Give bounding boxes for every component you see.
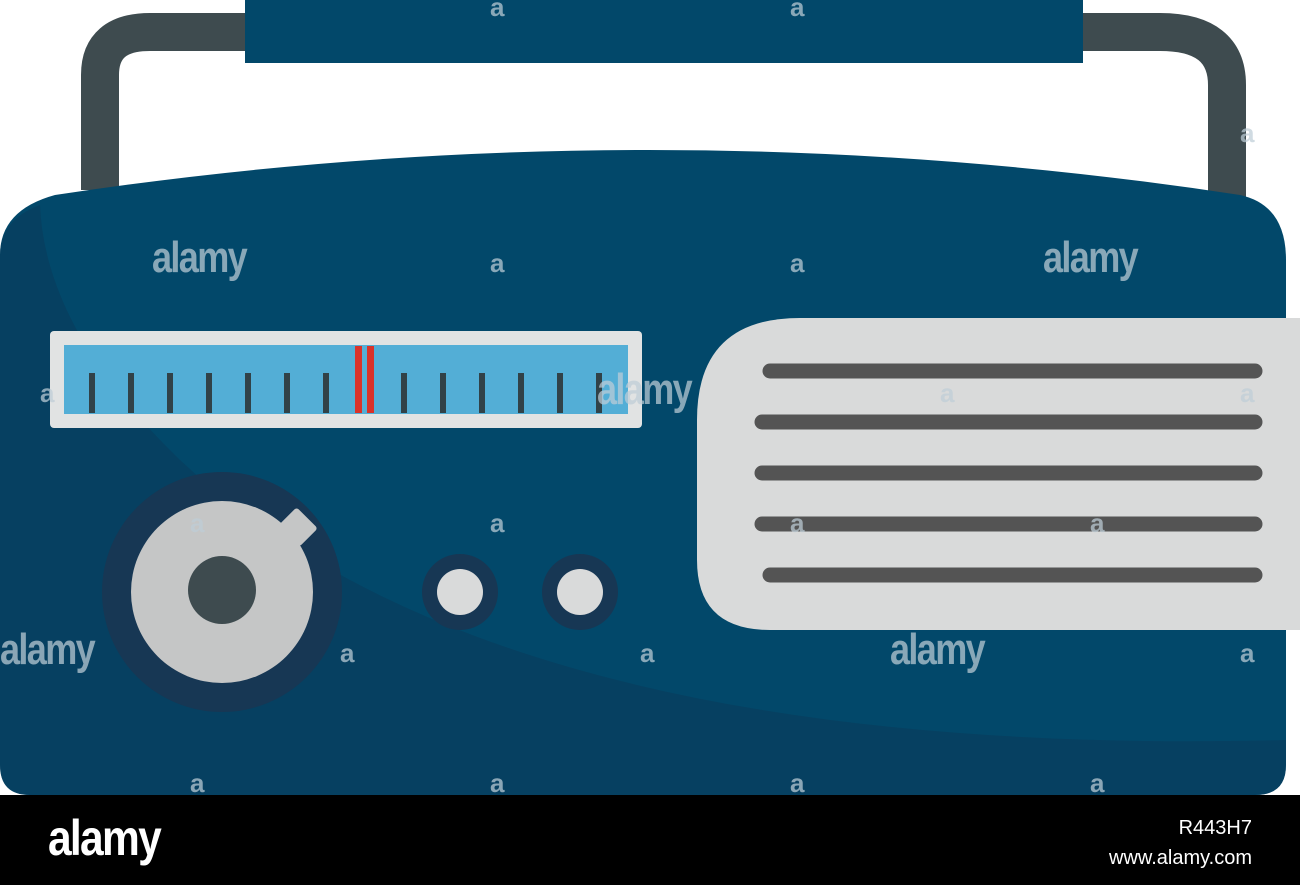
handle-top-bar (245, 0, 1083, 63)
dial-tick (479, 373, 485, 413)
watermark-mark: a (1240, 378, 1255, 408)
tuning-knob-center (188, 556, 256, 624)
watermark-text: alamy (890, 625, 986, 674)
dial-tick (89, 373, 95, 413)
watermark-mark: a (1090, 768, 1105, 798)
watermark-mark: a (1240, 118, 1255, 148)
watermark-text: alamy (152, 233, 248, 282)
dial-tick (245, 373, 251, 413)
watermark-text: alamy (597, 365, 693, 414)
footer-site: www.alamy.com (1109, 847, 1252, 869)
button-1 (437, 569, 483, 615)
radio-illustration (0, 0, 1300, 795)
dial-tick (596, 373, 602, 413)
watermark-mark: a (40, 378, 55, 408)
watermark-mark: a (640, 638, 655, 668)
dial-tick (557, 373, 563, 413)
dial-tick (401, 373, 407, 413)
speaker-slots (754, 363, 1263, 583)
watermark-text: alamy (1043, 233, 1139, 282)
watermark-mark: a (490, 0, 505, 22)
watermark-mark: a (190, 768, 205, 798)
watermark-mark: a (490, 248, 505, 278)
watermark-mark: a (340, 638, 355, 668)
tuning-knob-pointer (279, 508, 317, 546)
watermark-mark: a (940, 378, 955, 408)
footer-logo: alamy (48, 810, 162, 866)
dial-tick (440, 373, 446, 413)
watermark-mark: a (1240, 638, 1255, 668)
watermark-mark: a (490, 508, 505, 538)
dial-tick (128, 373, 134, 413)
tuning-needle-gap (362, 346, 367, 413)
watermark-text: alamy (0, 625, 96, 674)
watermark-mark: a (490, 768, 505, 798)
button-2 (557, 569, 603, 615)
watermark-mark: a (1090, 508, 1105, 538)
watermark-mark: a (190, 508, 205, 538)
radio-handle (81, 12, 1246, 230)
tuning-dial-ticks (89, 373, 602, 413)
watermark-mark: a (790, 768, 805, 798)
tuning-dial-window (64, 345, 628, 414)
watermark-mark: a (790, 248, 805, 278)
dial-tick (167, 373, 173, 413)
watermark-mark: a (790, 0, 805, 22)
dial-tick (518, 373, 524, 413)
watermark-mark: a (790, 508, 805, 538)
dial-tick (206, 373, 212, 413)
dial-tick (323, 373, 329, 413)
footer-bar: alamy R443H7 www.alamy.com (0, 795, 1300, 885)
dial-tick (284, 373, 290, 413)
footer-image-id: R443H7 (1178, 817, 1252, 839)
